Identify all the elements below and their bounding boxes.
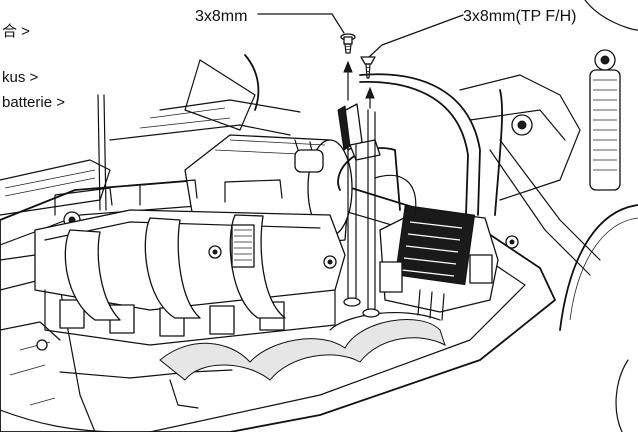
spacer-post [337, 103, 381, 161]
spur-gear [231, 224, 255, 268]
screw-3x8mm [340, 33, 356, 101]
tub-screws [36, 235, 519, 351]
velcro-straps [159, 311, 446, 409]
margin-text-1: 合 > [2, 23, 30, 40]
insertion-guides [343, 109, 380, 318]
leader-line-screw-b [368, 14, 464, 58]
screw-label-3x8mm: 3x8mm [195, 8, 247, 25]
screw-label-3x8mm-tp-fh: 3x8mm(TP F/H) [463, 8, 576, 25]
esc-wires [337, 73, 503, 216]
rear-suspension [459, 49, 621, 276]
esc-unit [379, 204, 499, 321]
margin-text-3: batterie > [2, 94, 65, 111]
upper-body-lines [109, 59, 301, 141]
leader-line-screw-a [257, 13, 345, 34]
screw-3x8mm-tp-fh [360, 56, 376, 109]
margin-text-2: kus > [2, 69, 39, 86]
